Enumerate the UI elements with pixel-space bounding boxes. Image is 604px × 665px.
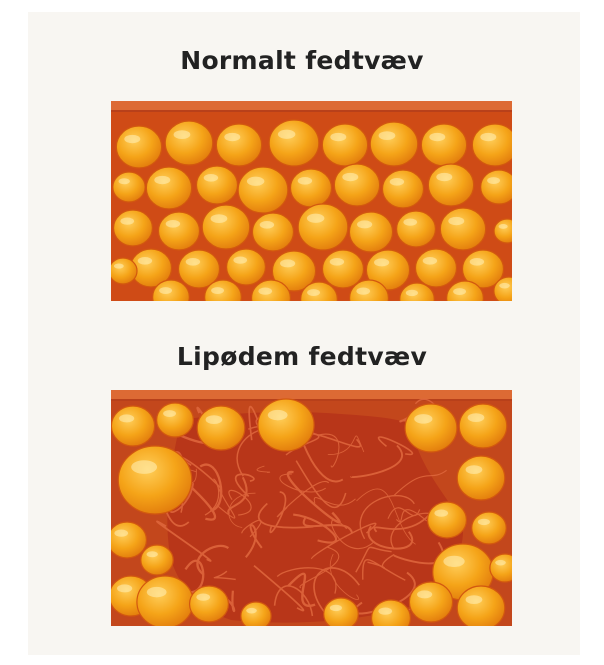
fat-cell	[111, 522, 146, 558]
fat-cell	[111, 258, 137, 284]
fat-cell	[472, 512, 507, 544]
fat-cell	[290, 169, 331, 207]
fat-cell	[141, 545, 173, 575]
fat-cell	[322, 250, 363, 288]
skin-layer	[111, 390, 512, 399]
fat-cell	[481, 170, 512, 204]
fat-cell	[258, 399, 314, 451]
fat-cell	[238, 167, 288, 213]
fat-cell	[472, 124, 512, 166]
fat-cell	[197, 406, 245, 450]
fat-cell	[415, 249, 456, 287]
fat-cell	[397, 211, 436, 247]
normal-tissue-illustration	[111, 101, 512, 301]
fat-cell	[428, 164, 473, 206]
fat-cell	[457, 456, 505, 500]
fat-cell	[440, 208, 485, 250]
fat-cell	[421, 124, 466, 166]
fat-cell	[196, 166, 237, 204]
fat-cell	[409, 582, 452, 622]
fat-cell	[157, 403, 194, 437]
fat-cell	[113, 172, 145, 202]
lipedema-tissue-illustration	[111, 390, 512, 626]
lipedema-fat-cells-graphic	[111, 390, 512, 626]
fat-cell	[137, 576, 193, 626]
fat-cell	[116, 126, 161, 168]
fat-cell	[459, 404, 507, 448]
lipedema-tissue-title: Lipødem fedtvæv	[0, 342, 604, 371]
fat-cell	[252, 213, 293, 251]
fat-cell	[457, 586, 505, 626]
fat-cell	[118, 446, 191, 514]
fat-cell	[241, 602, 271, 626]
fat-cell	[202, 205, 250, 249]
fat-cell	[190, 586, 229, 622]
fat-cell	[114, 210, 153, 246]
fat-cell	[349, 212, 392, 252]
fat-cell	[165, 121, 213, 165]
fat-cell	[405, 404, 457, 452]
skin-layer	[111, 101, 512, 110]
fat-cell	[428, 502, 467, 538]
fat-cell	[324, 598, 359, 626]
fat-cell	[382, 170, 423, 208]
fat-cell	[216, 124, 261, 166]
fat-cell	[146, 167, 191, 209]
fat-cell	[158, 212, 199, 250]
fat-cell	[322, 124, 367, 166]
fat-cell	[111, 406, 154, 446]
normal-tissue-title: Normalt fedtvæv	[0, 46, 604, 75]
normal-fat-cells-graphic	[111, 101, 512, 301]
fat-cell	[298, 204, 348, 250]
fat-cell	[269, 120, 319, 166]
fat-cell	[227, 249, 266, 285]
fat-cell	[370, 122, 418, 166]
fat-cell	[334, 164, 379, 206]
